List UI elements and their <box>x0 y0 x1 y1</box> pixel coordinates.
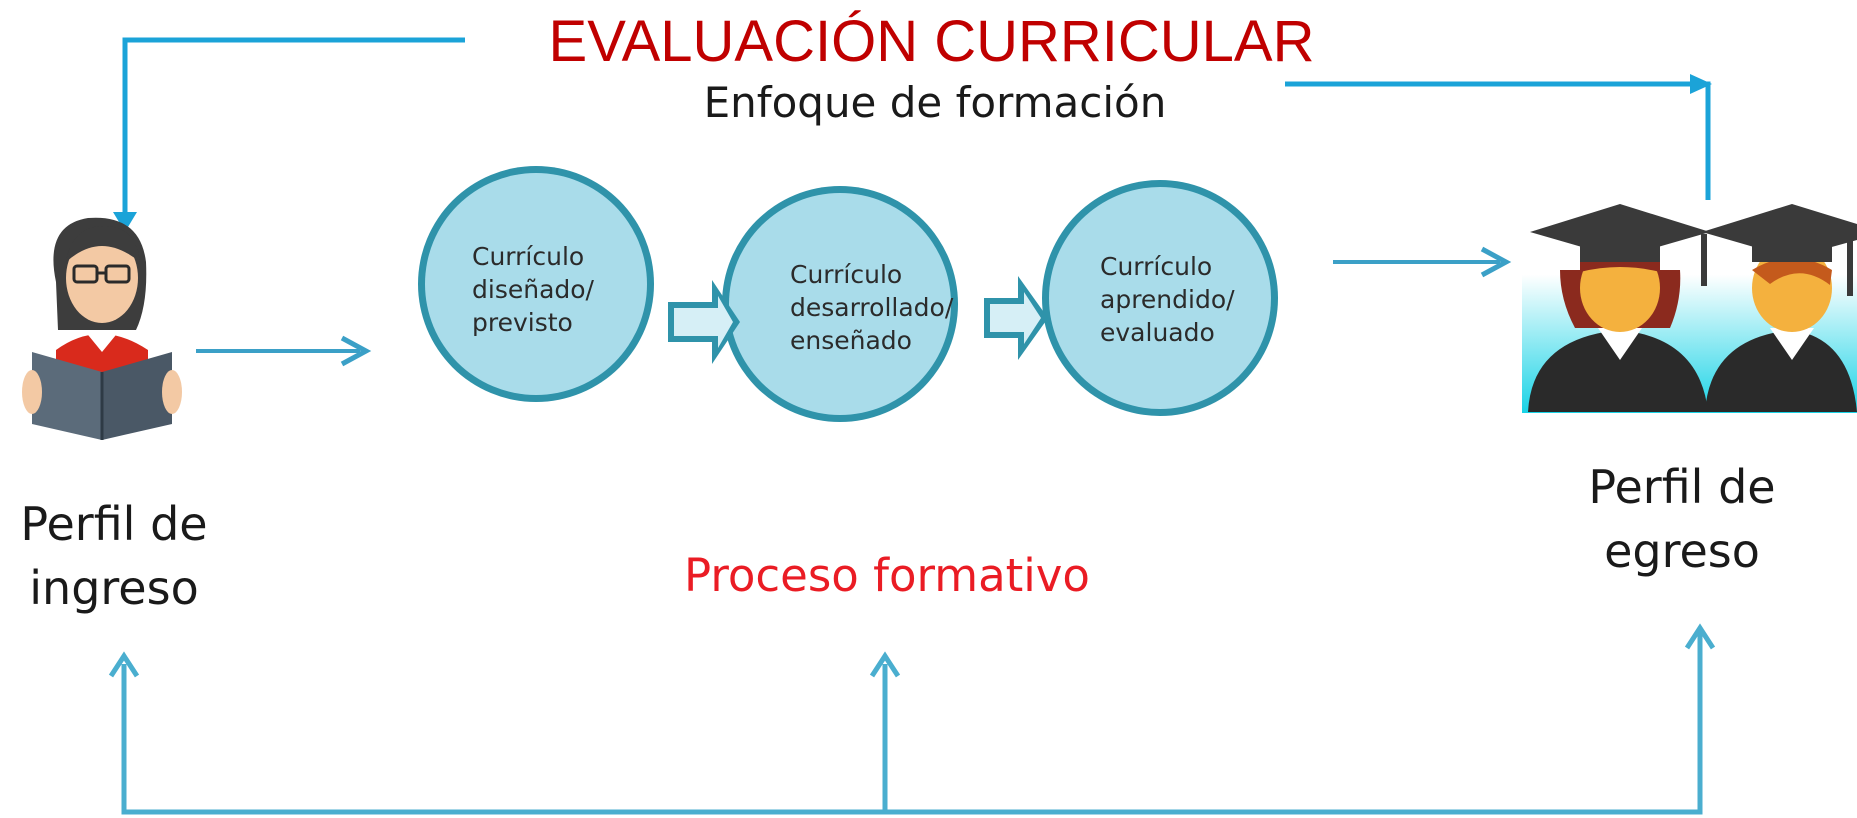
circle-3-label: Currículo aprendido/ evaluado <box>1100 252 1235 347</box>
top-left-arrowhead <box>113 212 137 232</box>
block-arrow-1 <box>668 280 740 364</box>
top-left-arrow <box>122 37 465 218</box>
process-to-exit-arrow <box>1333 246 1512 278</box>
process-label: Proceso formativo <box>684 549 1090 602</box>
top-right-arrowhead-horizontal <box>1690 74 1712 94</box>
entry-profile-label: Perfil de ingreso <box>20 497 208 615</box>
curriculum-circle-2 <box>722 186 958 422</box>
curriculum-circle-3 <box>1042 180 1278 416</box>
bottom-feedback-frame <box>121 664 1703 815</box>
exit-profile-label: Perfil de egreso <box>1588 460 1776 578</box>
subtitle: Enfoque de formación <box>703 78 1167 127</box>
bottom-right-arrowhead <box>1684 623 1716 650</box>
block-arrow-2 <box>984 276 1048 360</box>
graduates-icon <box>1522 200 1857 413</box>
circle-1-label: Currículo diseñado/ previsto <box>472 242 594 337</box>
circle-2-label: Currículo desarrollado/ enseñado <box>790 260 954 355</box>
bottom-left-arrowhead <box>108 651 140 678</box>
bottom-center-arrowhead <box>869 651 901 678</box>
main-title: EVALUACIÓN CURRICULAR <box>548 9 1315 74</box>
reader-icon <box>22 217 182 440</box>
entry-to-process-arrow <box>196 335 372 367</box>
curriculum-circle-1 <box>418 166 654 402</box>
